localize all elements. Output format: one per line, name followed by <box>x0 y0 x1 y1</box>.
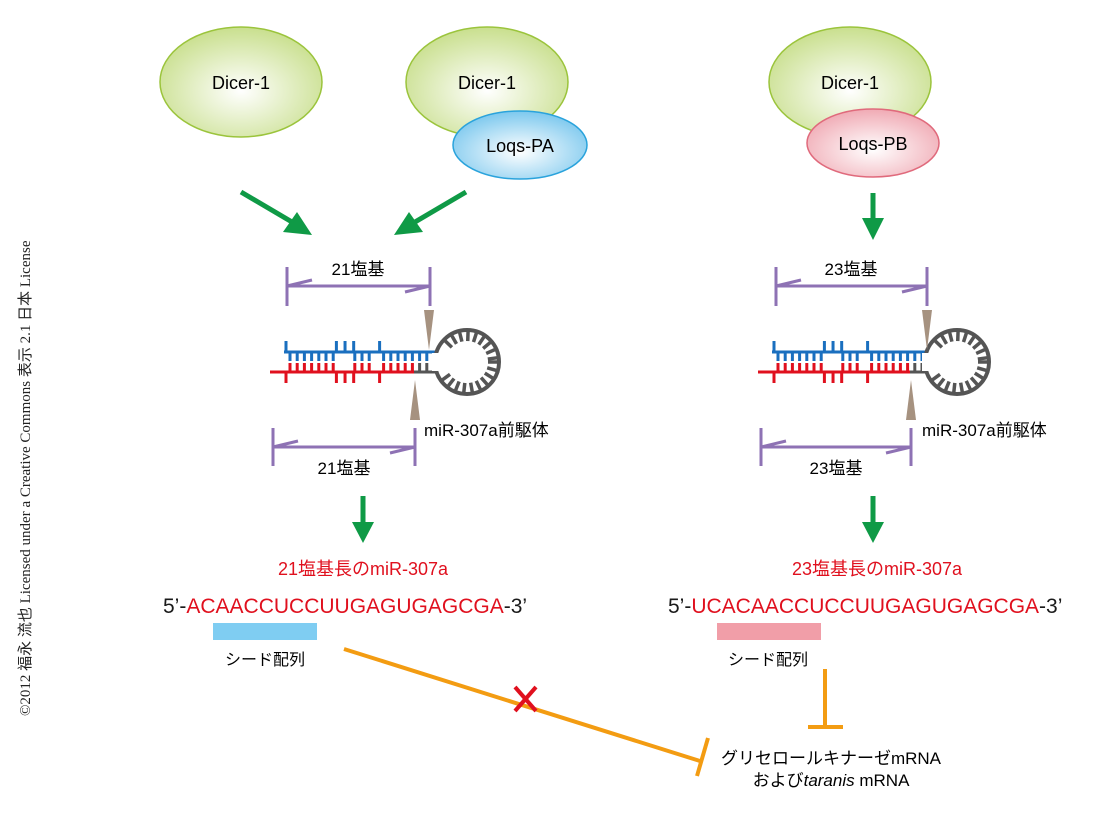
right-precursor-label: miR-307a前駆体 <box>922 421 1047 440</box>
dicer-1-loqs-pa-complex: Dicer-1 Loqs-PA <box>405 26 588 180</box>
left-top-span-label: 21塩基 <box>332 260 385 279</box>
top-cleavage-marker <box>922 310 932 350</box>
dicer-ellipse <box>159 26 323 138</box>
bottom-strand <box>758 363 910 383</box>
loqs-pb-label: Loqs-PB <box>838 134 907 154</box>
dicer-1-alone: Dicer-1 <box>159 26 323 138</box>
dicer-label: Dicer-1 <box>212 73 270 93</box>
bottom-cleavage-marker <box>410 380 420 420</box>
top-strand <box>284 341 436 361</box>
right-bottom-span-bracket <box>759 428 913 466</box>
copyright-credit: ©2012 福永 流也 Licensed under a Creative Co… <box>17 240 34 716</box>
process-arrows <box>239 189 884 543</box>
left-precursor-label: miR-307a前駆体 <box>424 421 549 440</box>
loqs-pb-ellipse <box>806 108 940 178</box>
five-prime-label: 5’- <box>668 595 691 618</box>
right-top-span-label: 23塩基 <box>825 260 878 279</box>
left-sequence: 5’-ACAACCUCCUUGAGUGAGCGA-3’ <box>163 595 527 618</box>
left-product-title: 21塩基長のmiR-307a <box>278 559 449 579</box>
dicer-label: Dicer-1 <box>458 73 516 93</box>
left-bottom-span-bracket <box>271 428 417 466</box>
right-precursor-hairpin <box>758 328 991 396</box>
right-seed-bar <box>717 623 821 640</box>
arrow-down-icon <box>862 193 884 240</box>
left-precursor-hairpin <box>270 328 501 396</box>
arrow-down-icon <box>352 496 374 543</box>
inhibition-bar <box>695 737 710 777</box>
target-and-text: および <box>753 771 804 790</box>
active-inhibition-line <box>808 669 843 729</box>
left-seed-bar <box>213 623 317 640</box>
left-top-span-bracket <box>285 267 432 306</box>
blocked-inhibition-line <box>343 647 710 777</box>
three-prime-label: -3’ <box>504 595 527 618</box>
block-x-icon <box>513 685 538 713</box>
loqs-pa-label: Loqs-PA <box>486 136 554 156</box>
arrow-down-right-icon <box>239 189 312 235</box>
five-prime-label: 5’- <box>163 595 186 618</box>
target-line-2: およびtaranis mRNA <box>753 771 910 790</box>
bottom-cleavage-marker <box>906 380 916 420</box>
arrow-down-left-icon <box>394 189 468 235</box>
dicer-label: Dicer-1 <box>821 73 879 93</box>
right-product-title: 23塩基長のmiR-307a <box>792 559 963 579</box>
right-bottom-span-label: 23塩基 <box>810 459 863 478</box>
three-prime-label: -3’ <box>1039 595 1062 618</box>
bottom-strand <box>270 363 414 383</box>
left-seed-label: シード配列 <box>225 651 305 669</box>
sequence-bases: ACAACCUCCUUGAGUGAGCGA <box>186 595 503 618</box>
arrow-down-icon <box>862 496 884 543</box>
right-sequence: 5’-UCACAACCUCCUUGAGUGAGCGA-3’ <box>668 595 1062 618</box>
dicer-1-loqs-pb-complex: Dicer-1 Loqs-PB <box>768 26 940 178</box>
top-cleavage-marker <box>424 310 434 350</box>
sequence-bases: UCACAACCUCCUUGAGUGAGCGA <box>691 595 1039 618</box>
left-bottom-span-label: 21塩基 <box>318 459 371 478</box>
target-gene-name: taranis <box>804 771 856 790</box>
right-top-span-bracket <box>774 267 929 306</box>
right-seed-label: シード配列 <box>728 651 808 669</box>
loqs-pa-ellipse <box>452 110 588 180</box>
target-mrna-text: mRNA <box>855 771 910 790</box>
target-line-1: グリセロールキナーゼmRNA <box>721 749 942 768</box>
top-strand <box>772 341 926 361</box>
